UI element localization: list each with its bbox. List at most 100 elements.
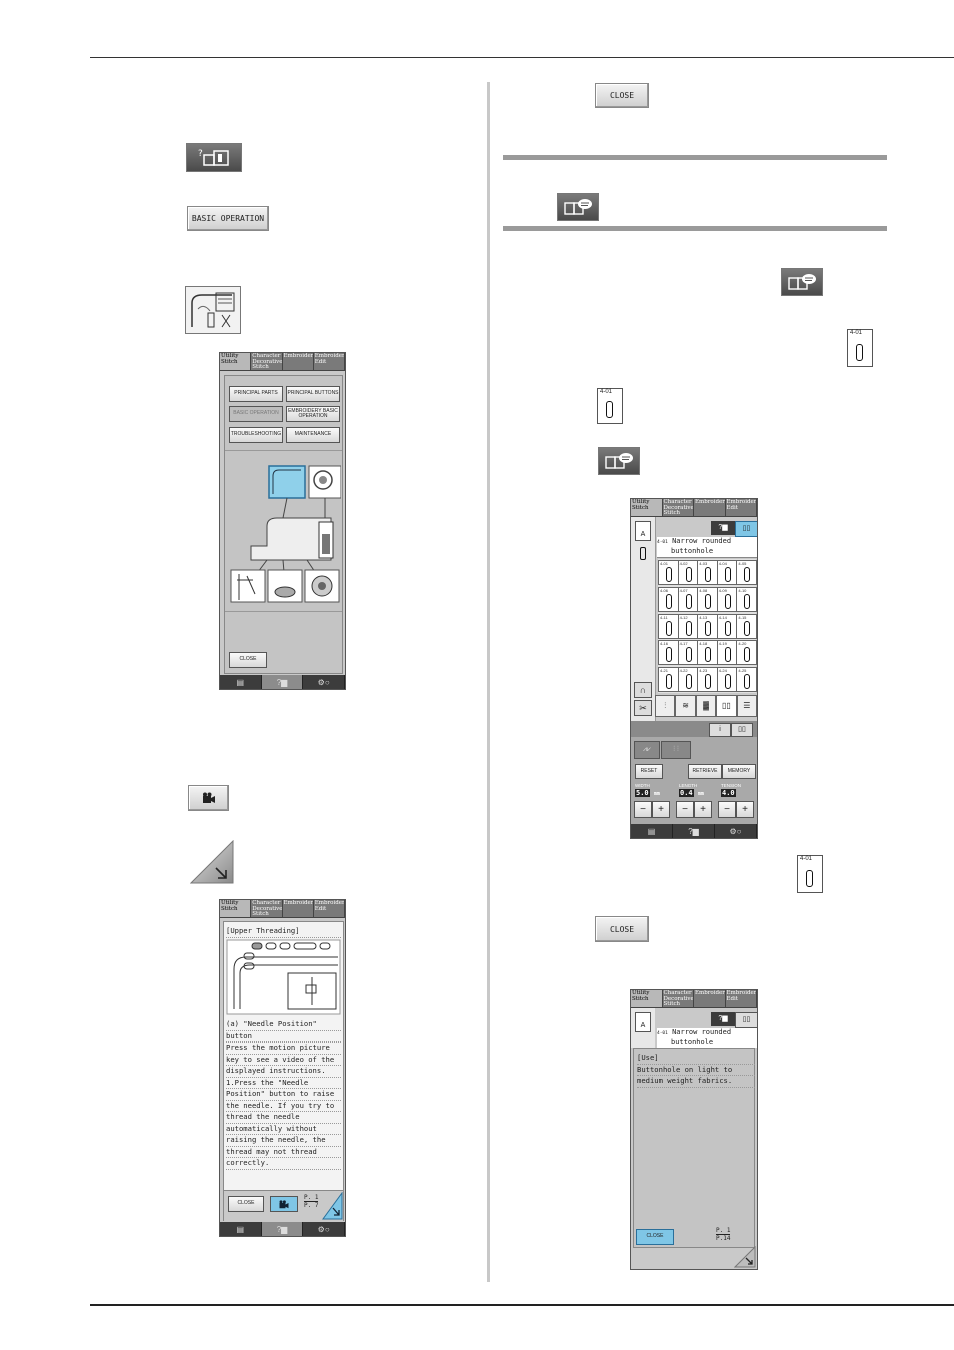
info-icon[interactable]: i (709, 723, 731, 737)
tab-embroidery[interactable]: Embroidery (282, 353, 314, 370)
width-plus-button[interactable]: + (652, 801, 670, 818)
tab-utility[interactable]: Utility Stitch (631, 499, 663, 516)
settings-icon[interactable]: ⚙○ (303, 1222, 345, 1236)
category-buttonhole-icon[interactable]: ▯▯ (716, 695, 737, 717)
stitch-cell[interactable]: 4-19 (716, 640, 738, 666)
motion-picture-icon[interactable] (188, 785, 229, 811)
next-page-icon[interactable] (322, 1192, 343, 1220)
tab-utility[interactable]: Utility Stitch (220, 353, 252, 370)
close-button[interactable]: CLOSE (228, 1196, 264, 1212)
length-plus-button[interactable]: + (694, 801, 712, 818)
reverse-stitch-icon[interactable]: ∩ (634, 682, 652, 698)
tab-character[interactable]: Character Decorative Stitch (662, 499, 694, 516)
scissors-icon[interactable]: ✂ (634, 700, 652, 716)
close-button[interactable]: CLOSE (595, 916, 649, 942)
motion-picture-icon[interactable] (270, 1196, 298, 1212)
troubleshooting-button[interactable]: TROUBLESHOOTING (229, 427, 283, 443)
retrieve-button[interactable]: RETRIEVE (688, 764, 722, 779)
stitch-cell[interactable]: 4-23 (697, 667, 719, 693)
tension-plus-button[interactable]: + (736, 801, 754, 818)
memory-button[interactable]: MEMORY (722, 764, 756, 779)
stitch-explanation-icon[interactable] (557, 193, 599, 221)
mirror-icon[interactable]: ⩘⩗ (634, 741, 660, 759)
tab-utility[interactable]: Utility Stitch (631, 990, 663, 1007)
settings-icon[interactable]: ⚙○ (715, 824, 757, 838)
machine-threading-icon[interactable] (185, 286, 241, 334)
stitch-cell[interactable]: 4-18 (697, 640, 719, 666)
close-button[interactable]: CLOSE (636, 1229, 674, 1245)
buttonhole-stitch-icon[interactable]: 4-01 (597, 388, 623, 424)
tab-character[interactable]: Character Decorative Stitch (251, 353, 283, 370)
settings-icon[interactable]: ⚙○ (303, 675, 345, 689)
help-icon[interactable]: ?▆ (711, 1012, 735, 1026)
stitch-cell[interactable]: 4-08 (697, 586, 719, 612)
width-minus-button[interactable]: − (634, 801, 652, 818)
buttonhole-stitch-icon[interactable]: 4-01 (847, 329, 873, 367)
stitch-cell[interactable]: 4-21 (658, 667, 679, 693)
stitch-cell[interactable]: 4-17 (677, 640, 699, 666)
tab-embroidery-edit[interactable]: Embroidery Edit (313, 900, 345, 917)
basic-operation-button[interactable]: BASIC OPERATION (229, 406, 283, 422)
stitch-cell[interactable]: 4-07 (677, 586, 699, 612)
tab-embroidery[interactable]: Embroidery (694, 499, 726, 516)
reset-button[interactable]: RESET (635, 764, 663, 779)
category-satin-icon[interactable]: ▓ (695, 695, 717, 717)
tab-embroidery-edit[interactable]: Embroidery Edit (313, 353, 345, 370)
presser-foot-icon: A (635, 521, 651, 541)
stitch-cell[interactable]: 4-05 (736, 560, 757, 585)
maintenance-button[interactable]: MAINTENANCE (286, 427, 340, 443)
help-icon[interactable]: ?▆ (711, 521, 735, 535)
length-minus-button[interactable]: − (676, 801, 694, 818)
tension-minus-button[interactable]: − (718, 801, 736, 818)
stitch-cell[interactable]: 4-22 (677, 667, 699, 693)
tab-embroidery[interactable]: Embroidery (282, 900, 314, 917)
stitch-explanation-icon[interactable] (598, 447, 640, 475)
stitch-cell[interactable]: 4-01 (658, 560, 679, 585)
help-icon[interactable]: ? (186, 143, 242, 172)
stitch-cell[interactable]: 4-24 (716, 667, 738, 693)
needle-position-icon[interactable]: ⫶ ⫶ (661, 741, 691, 759)
help-icon[interactable]: ?▆ (261, 1222, 304, 1236)
stitch-cell[interactable]: 4-11 (658, 613, 679, 639)
stitch-cell[interactable]: 4-25 (736, 667, 757, 693)
stitch-cell[interactable]: 4-14 (716, 613, 738, 639)
tab-embroidery[interactable]: Embroidery (694, 990, 726, 1007)
tab-embroidery-edit[interactable]: Embroidery Edit (725, 990, 757, 1007)
stitch-explanation-icon[interactable]: ▯▯ (735, 521, 757, 537)
stitch-cell[interactable]: 4-15 (736, 613, 757, 639)
stitch-explanation-icon[interactable]: ▯▯ (735, 1012, 757, 1028)
help-icon[interactable]: ?▆ (261, 675, 304, 689)
stitch-cell[interactable]: 4-04 (716, 560, 738, 585)
stitch-cell[interactable]: 4-20 (736, 640, 757, 666)
page-icon[interactable]: ▤ (220, 675, 262, 689)
stitch-cell[interactable]: 4-02 (677, 560, 699, 585)
page-icon[interactable]: ▤ (631, 824, 673, 838)
stitch-cell[interactable]: 4-12 (677, 613, 699, 639)
category-decorative-icon[interactable]: ☰ (736, 695, 757, 717)
stitch-cell[interactable]: 4-10 (736, 586, 757, 612)
help-icon[interactable]: ?▆ (673, 824, 715, 838)
next-page-icon[interactable] (734, 1246, 756, 1268)
principal-parts-button[interactable]: PRINCIPAL PARTS (229, 386, 283, 402)
book-icon[interactable]: ▯▯ (731, 723, 753, 737)
tab-embroidery-edit[interactable]: Embroidery Edit (725, 499, 757, 516)
stitch-cell[interactable]: 4-09 (716, 586, 738, 612)
stitch-explanation-icon[interactable] (781, 268, 823, 296)
tab-utility[interactable]: Utility Stitch (220, 900, 252, 917)
stitch-cell[interactable]: 4-06 (658, 586, 679, 612)
category-utility-icon[interactable]: ⫶ (655, 695, 676, 717)
category-zigzag-icon[interactable]: ≋ (675, 695, 696, 717)
basic-operation-button[interactable]: BASIC OPERATION (187, 206, 269, 231)
close-button[interactable]: CLOSE (595, 83, 649, 108)
stitch-cell[interactable]: 4-13 (697, 613, 719, 639)
stitch-cell[interactable]: 4-16 (658, 640, 679, 666)
embroidery-basic-operation-button[interactable]: EMBROIDERY BASIC OPERATION (286, 406, 340, 422)
stitch-cell[interactable]: 4-03 (697, 560, 719, 585)
tab-character[interactable]: Character Decorative Stitch (251, 900, 283, 917)
buttonhole-stitch-icon[interactable]: 4-01 (797, 855, 823, 893)
principal-buttons-button[interactable]: PRINCIPAL BUTTONS (286, 386, 340, 402)
close-button[interactable]: CLOSE (229, 652, 267, 668)
page-icon[interactable]: ▤ (220, 1222, 262, 1236)
next-page-icon[interactable] (190, 840, 234, 884)
tab-character[interactable]: Character Decorative Stitch (662, 990, 694, 1007)
